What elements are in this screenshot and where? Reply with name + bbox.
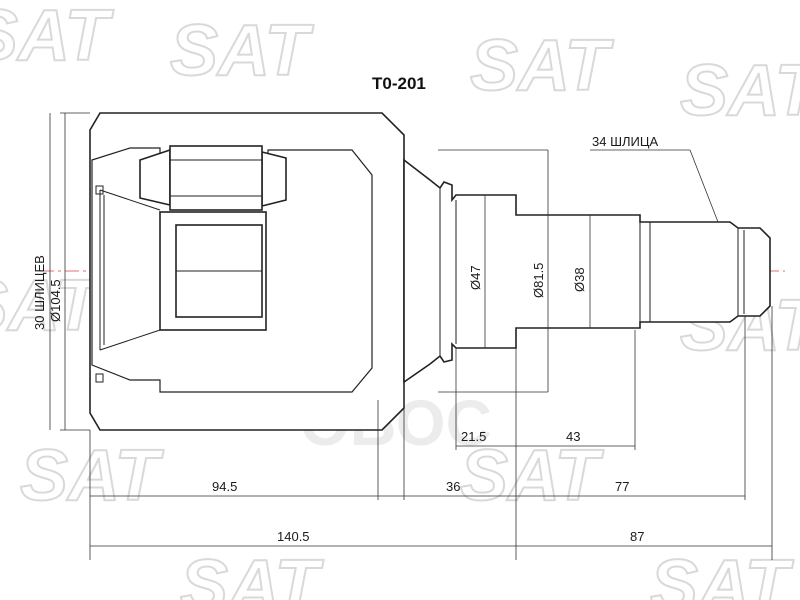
watermark-text: SAT bbox=[460, 436, 605, 516]
watermark-text: SAT bbox=[20, 436, 165, 516]
length-label: 21.5 bbox=[461, 429, 486, 444]
outer-splines-label: 30 ШЛИЦЕВ bbox=[32, 255, 47, 330]
stub-shaft bbox=[403, 158, 771, 384]
watermark-text: SAT bbox=[470, 26, 615, 106]
length-label: 36 bbox=[446, 479, 460, 494]
length-label: 140.5 bbox=[277, 529, 310, 544]
watermark-text: SAT bbox=[0, 266, 105, 346]
shaft-splines-label: 34 ШЛИЦА bbox=[592, 134, 658, 149]
housing-diameter-label: Ø104.5 bbox=[48, 279, 63, 322]
watermark-text: SAT bbox=[650, 546, 795, 600]
watermark-text: SAT bbox=[0, 0, 115, 76]
seal-diameter-label: Ø47 bbox=[468, 265, 483, 290]
shaft-diameter-label: Ø38 bbox=[572, 267, 587, 292]
part-number-title: T0-201 bbox=[372, 74, 426, 93]
watermark-text: SAT bbox=[180, 546, 325, 600]
diameter-dimensions bbox=[49, 112, 719, 431]
length-label: 77 bbox=[615, 479, 629, 494]
watermark-text: SAT bbox=[680, 51, 800, 131]
watermark-text: SAT bbox=[170, 11, 315, 91]
length-label: 94.5 bbox=[212, 479, 237, 494]
length-label: 87 bbox=[630, 529, 644, 544]
outer-housing bbox=[89, 112, 405, 431]
length-dimensions bbox=[89, 306, 773, 560]
length-label: 43 bbox=[566, 429, 580, 444]
flange-diameter-label: Ø81.5 bbox=[531, 263, 546, 298]
